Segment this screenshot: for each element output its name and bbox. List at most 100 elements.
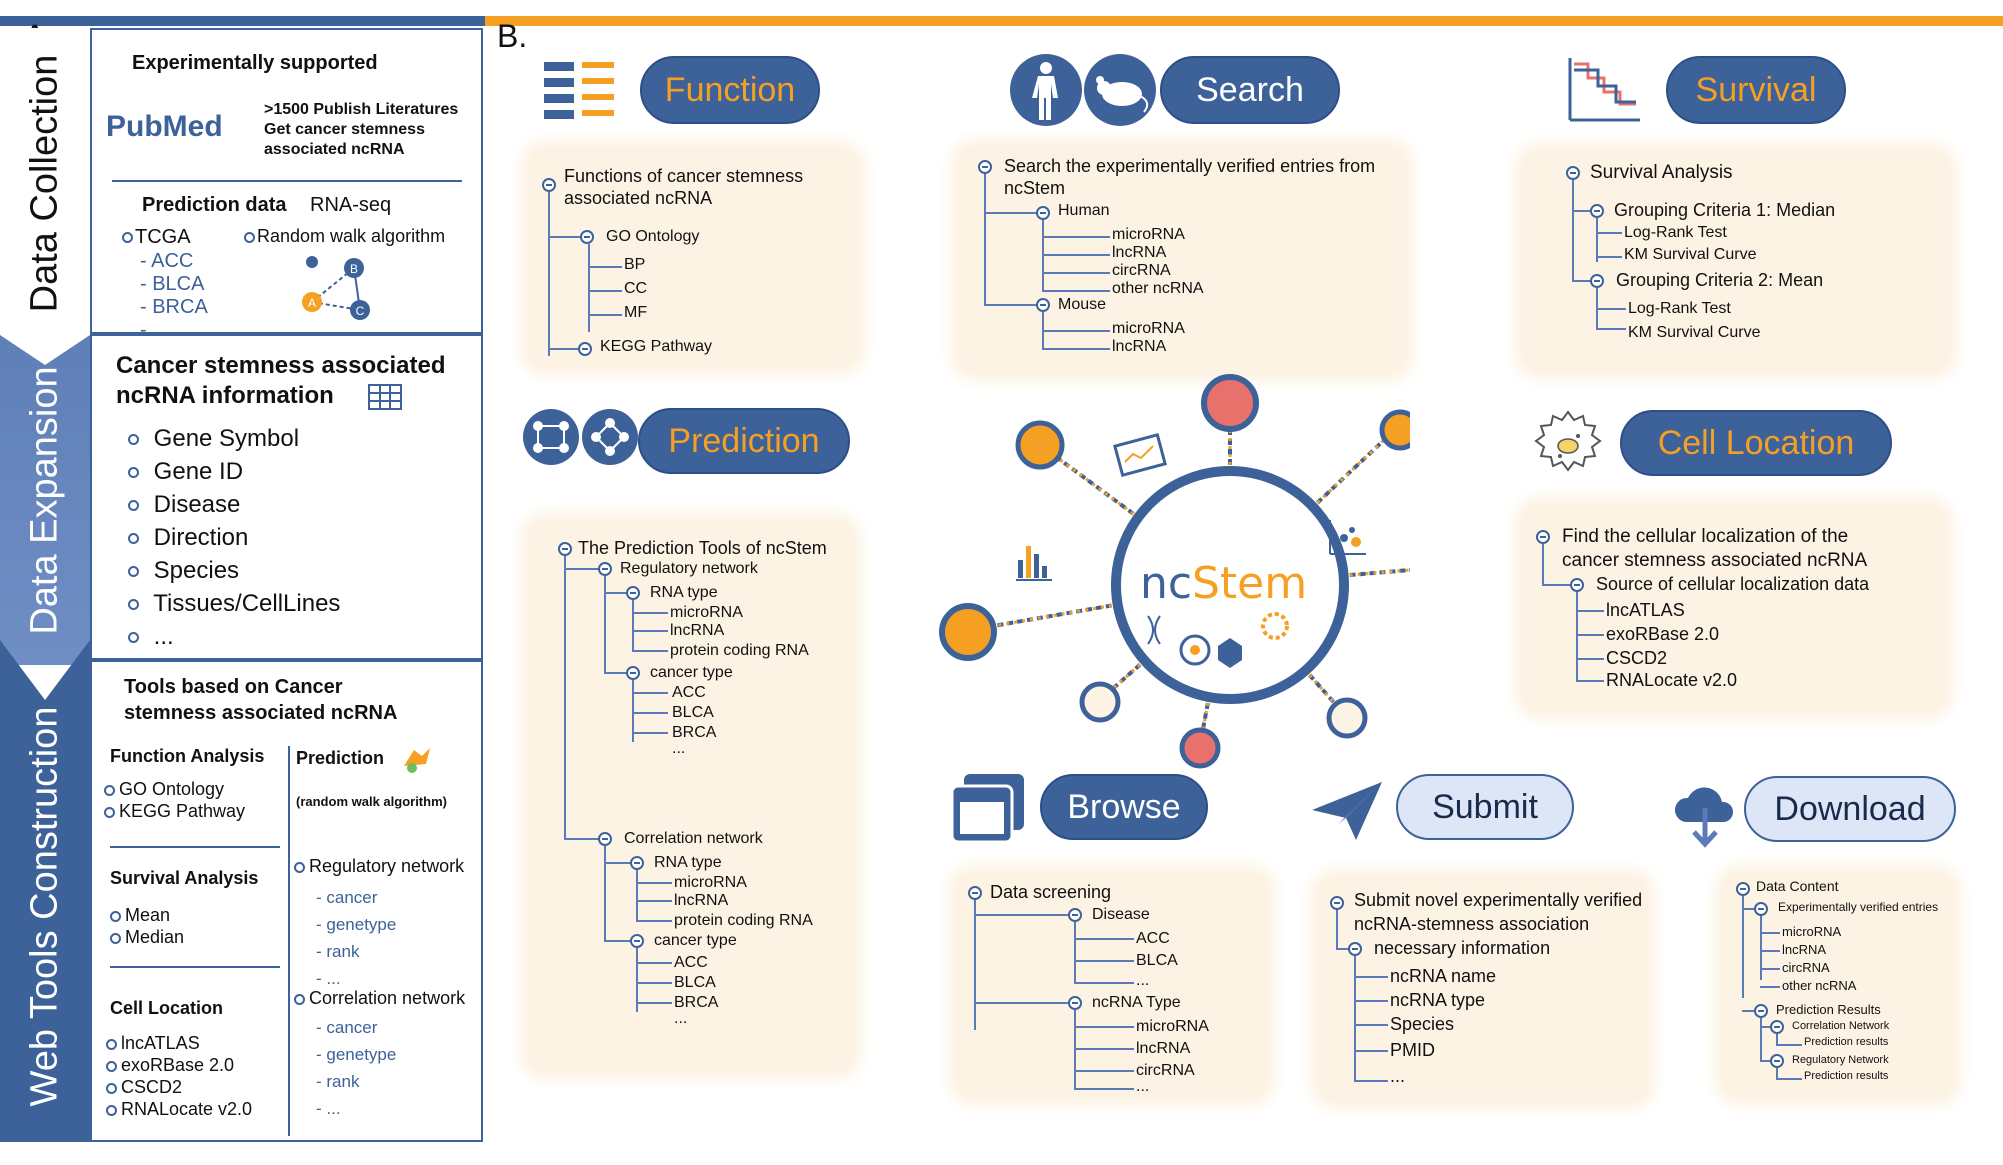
download-button[interactable]: Download (1744, 776, 1956, 842)
tree-text: BRCA (672, 724, 717, 741)
tree-text: RNA type (654, 854, 722, 871)
table-icon (368, 384, 402, 410)
tree-text: Grouping Criteria 2: Mean (1616, 270, 1824, 290)
cell-items: lncATLAS exoRBase 2.0 CSCD2 RNALocate v2… (106, 1032, 252, 1120)
tree-text: KEGG Pathway (600, 338, 713, 355)
random-walk-graph-icon: A B C (302, 256, 370, 320)
tools-title-1: Tools based on Cancer (124, 676, 343, 698)
tree-text: RNA type (650, 584, 718, 601)
prediction-button[interactable]: Prediction (638, 408, 850, 474)
expansion-title-2: ncRNA information (116, 382, 334, 409)
band-data-expansion-bg (0, 335, 90, 665)
tools-title-2: stemness associated ncRNA (124, 702, 398, 724)
map-icon (404, 748, 430, 773)
tcga-label: TCGA (122, 226, 191, 249)
tree-text: Regulatory network (620, 560, 758, 577)
tree-text: other ncRNA (1112, 280, 1204, 297)
tree-text: lncRNA (1112, 244, 1167, 261)
browse-card: Data screening Disease ACC BLCA ... ncRN… (956, 872, 1268, 1098)
tree-text: ncStem (1004, 178, 1066, 198)
tcga-items: - ACC - BLCA - BRCA - ... (140, 250, 208, 341)
top-bar-orange (485, 16, 2003, 26)
cell-location-button[interactable]: Cell Location (1620, 410, 1892, 476)
tree-text: The Prediction Tools of ncStem (578, 538, 827, 558)
function-analysis-label: Function Analysis (110, 746, 265, 766)
tree-text: ACC (672, 684, 706, 701)
tree-text: Log-Rank Test (1624, 224, 1727, 241)
cell-icon (1534, 410, 1602, 472)
network-icon (523, 409, 638, 465)
data-collection-box: Experimentally supported PubMed >1500 Pu… (90, 28, 483, 341)
submit-button[interactable]: Submit (1396, 774, 1574, 840)
ncstem-hub-diagram: nc Stem (939, 374, 1410, 769)
tree-text: ... (1136, 1078, 1150, 1095)
tree-text: Find the cellular localization of the (1562, 526, 1849, 547)
prediction-card: The Prediction Tools of ncStem Regulator… (528, 520, 854, 1072)
tree-text: protein coding RNA (674, 912, 813, 929)
window-icon (950, 774, 1024, 844)
tree-text: ACC (1136, 930, 1170, 947)
tree-text: Mouse (1058, 296, 1107, 313)
tree-text: ncRNA type (1390, 990, 1486, 1010)
divider (288, 746, 290, 1136)
tree-text: Human (1058, 202, 1110, 219)
tree-text: Source of cellular localization data (1596, 574, 1870, 594)
tree-text: ncRNA-stemness association (1354, 914, 1590, 934)
search-button[interactable]: Search (1160, 56, 1340, 124)
pubmed-text: >1500 Publish Literatures Get cancer ste… (264, 101, 459, 158)
band-data-expansion: Data Expansion (23, 365, 66, 635)
tree-text: Prediction Results (1776, 1002, 1881, 1017)
svg-text:C: C (356, 304, 365, 318)
prediction-data-label: Prediction data (142, 194, 287, 216)
tree-text: BLCA (672, 704, 714, 721)
web-tools-box: Tools based on Cancer stemness associate… (90, 660, 483, 1142)
tree-text: associated ncRNA (564, 188, 713, 208)
tree-text: Species (1390, 1014, 1455, 1034)
tree-text: GO Ontology (606, 228, 700, 245)
tree-text: protein coding RNA (670, 642, 809, 659)
tree-text: ... (674, 1010, 688, 1027)
list-icon (544, 62, 614, 119)
tree-text: ncRNA name (1390, 966, 1497, 986)
tree-text: KM Survival Curve (1624, 246, 1757, 263)
tree-text: microRNA (1782, 924, 1842, 939)
survival-button[interactable]: Survival (1666, 56, 1846, 124)
tree-text: Prediction results (1804, 1070, 1889, 1082)
panel-label-b: B. (497, 18, 528, 54)
tree-text: ... (672, 740, 686, 757)
svg-text:B: B (350, 262, 358, 276)
tree-text: microRNA (670, 604, 743, 621)
tree-text: microRNA (1136, 1018, 1209, 1035)
svg-text:Stem: Stem (1192, 558, 1307, 609)
survival-analysis-label: Survival Analysis (110, 868, 259, 888)
tree-text: Correlation Network (1792, 1020, 1890, 1032)
tree-text: lncRNA (674, 892, 729, 909)
tree-text: cancer stemness associated ncRNA (1562, 550, 1868, 571)
cell-location-label: Cell Location (110, 998, 224, 1018)
tree-text: Grouping Criteria 1: Median (1614, 200, 1836, 220)
tree-text: Search the experimentally verified entri… (1004, 156, 1376, 176)
tree-text: microRNA (674, 874, 747, 891)
expansion-list: Gene Symbol Gene ID Disease Direction Sp… (128, 422, 340, 653)
tree-text: necessary information (1374, 938, 1551, 958)
tree-text: CSCD2 (1606, 648, 1668, 668)
tree-text: Correlation network (624, 830, 763, 847)
tree-text: PMID (1390, 1040, 1435, 1060)
tree-text: lncRNA (1112, 338, 1167, 355)
cloud-download-icon (1674, 787, 1734, 848)
function-items: GO Ontology KEGG Pathway (104, 778, 245, 822)
function-button[interactable]: Function (640, 56, 820, 124)
browse-button[interactable]: Browse (1040, 774, 1208, 840)
survival-curve-icon (1568, 58, 1640, 122)
survival-card: Survival Analysis Grouping Criteria 1: M… (1522, 150, 1950, 372)
submit-card: Submit novel experimentally verified ncR… (1318, 876, 1648, 1102)
prediction-tool-label: Prediction (296, 748, 385, 768)
tree-text: lncATLAS (1606, 600, 1685, 620)
rnaseq-label: RNA-seq (310, 194, 392, 216)
paper-plane-icon (1312, 782, 1382, 840)
tree-text: KM Survival Curve (1628, 324, 1761, 341)
tree-text: Survival Analysis (1590, 162, 1733, 183)
tree-text: ... (1390, 1066, 1406, 1086)
search-card: Search the experimentally verified entri… (958, 146, 1406, 374)
cell-location-card: Find the cellular localization of the ca… (1522, 504, 1946, 712)
